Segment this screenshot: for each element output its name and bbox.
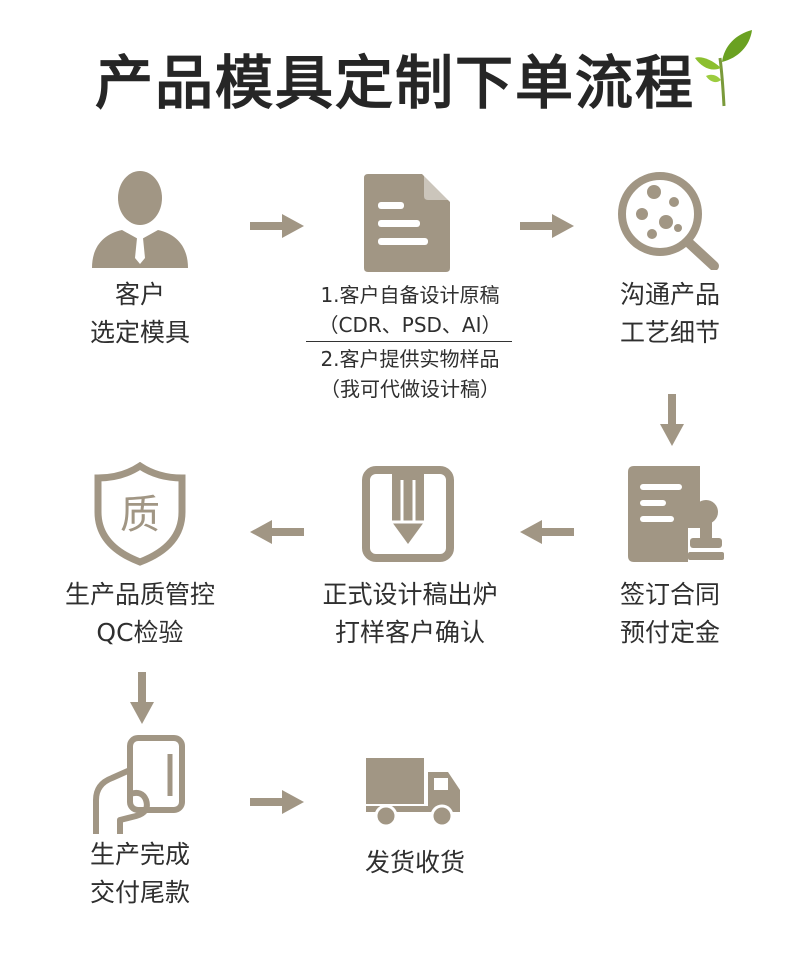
pencil-frame-icon xyxy=(362,466,454,562)
step-communicate-label: 沟通产品工艺细节 xyxy=(619,280,720,347)
truck-icon xyxy=(366,758,460,828)
arrow-left-icon xyxy=(250,520,304,544)
arrow-left-icon xyxy=(520,520,574,544)
step-contract-label: 签订合同预付定金 xyxy=(619,580,720,647)
shield-character: 质 xyxy=(120,492,160,538)
step-design-label-bottom: 2.客户提供实物样品（我可代做设计稿） xyxy=(320,347,500,401)
step-pay-label: 生产完成交付尾款 xyxy=(89,840,190,907)
arrow-down-icon xyxy=(660,394,684,446)
step-proof-label: 正式设计稿出炉打样客户确认 xyxy=(322,580,498,647)
magnifier-icon xyxy=(618,172,719,270)
contract-stamp-icon xyxy=(628,466,724,562)
arrow-right-icon xyxy=(250,790,304,814)
step-design-label-top: 1.客户自备设计原稿（CDR、PSD、AI） xyxy=(318,283,502,337)
arrow-right-icon xyxy=(520,214,574,238)
page-title: 产品模具定制下单流程 xyxy=(94,49,695,117)
step-select-label: 客户选定模具 xyxy=(89,280,190,347)
document-icon xyxy=(364,174,450,272)
arrow-down-icon xyxy=(130,672,154,724)
quality-shield-icon: 质 xyxy=(94,462,186,566)
person-icon xyxy=(92,171,188,268)
leaf-icon xyxy=(695,30,752,107)
hand-card-icon xyxy=(93,735,185,834)
step-ship-label: 发货收货 xyxy=(364,848,465,877)
arrow-right-icon xyxy=(250,214,304,238)
design-divider xyxy=(306,341,512,342)
